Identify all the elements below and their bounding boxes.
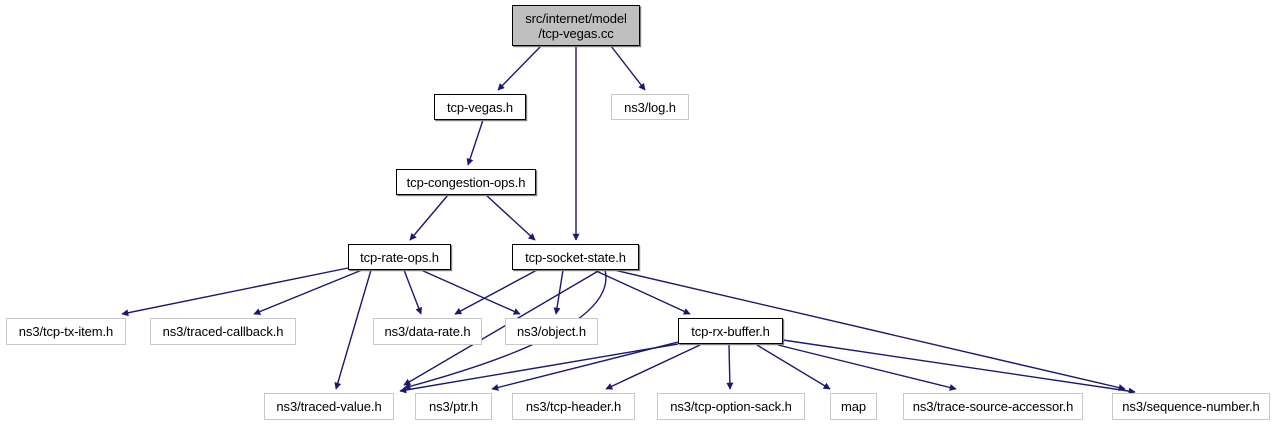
edge-root-to-tcp-vegas — [497, 45, 542, 91]
node-ns3-tcp-header[interactable]: ns3/tcp-header.h — [512, 393, 635, 420]
edge-tcp-rx-buffer-to-ns3-tcp-option-sack — [726, 344, 734, 390]
edge-tcp-vegas-to-tcp-congestion-ops — [466, 119, 484, 166]
edge-tcp-socket-state-to-ns3-object — [553, 269, 564, 315]
node-tcp-congestion-ops[interactable]: tcp-congestion-ops.h — [396, 169, 536, 195]
node-ns3-traced-value[interactable]: ns3/traced-value.h — [264, 393, 394, 420]
node-map[interactable]: map — [830, 393, 877, 420]
node-tcp-rx-buffer[interactable]: tcp-rx-buffer.h — [678, 318, 783, 344]
node-ns3-sequence-number[interactable]: ns3/sequence-number.h — [1112, 393, 1270, 420]
node-tcp-vegas[interactable]: tcp-vegas.h — [434, 94, 526, 120]
node-ns3-tcp-tx-item[interactable]: ns3/tcp-tx-item.h — [6, 318, 126, 345]
edge-tcp-socket-state-to-tcp-rx-buffer — [593, 269, 691, 315]
node-ns3-log[interactable]: ns3/log.h — [611, 94, 689, 120]
node-ns3-trace-source-accessor[interactable]: ns3/trace-source-accessor.h — [903, 393, 1083, 420]
edge-tcp-socket-state-to-ns3-data-rate — [454, 269, 538, 315]
edge-tcp-rx-buffer-to-ns3-sequence-number — [782, 339, 1136, 395]
edge-tcp-rx-buffer-to-ns3-ptr — [491, 341, 679, 391]
node-ns3-tcp-option-sack[interactable]: ns3/tcp-option-sack.h — [657, 393, 805, 420]
edge-tcp-congestion-ops-to-tcp-rate-ops — [409, 194, 449, 241]
node-root[interactable]: src/internet/model /tcp-vegas.cc — [512, 5, 640, 46]
node-tcp-socket-state[interactable]: tcp-socket-state.h — [512, 244, 639, 270]
node-ns3-object[interactable]: ns3/object.h — [505, 318, 598, 345]
edge-root-to-ns3-log — [610, 45, 646, 91]
edge-tcp-rate-ops-to-ns3-traced-callback — [253, 269, 363, 315]
node-ns3-ptr[interactable]: ns3/ptr.h — [415, 393, 492, 420]
edge-tcp-rx-buffer-to-ns3-tcp-header — [605, 344, 701, 390]
edge-tcp-rx-buffer-to-map — [756, 344, 831, 390]
edge-tcp-rx-buffer-to-ns3-traced-value — [399, 343, 679, 394]
edge-tcp-rate-ops-to-ns3-tcp-tx-item — [121, 267, 349, 317]
node-ns3-traced-callback[interactable]: ns3/traced-callback.h — [150, 318, 296, 345]
edge-tcp-rate-ops-to-ns3-object — [420, 269, 521, 315]
node-tcp-rate-ops[interactable]: tcp-rate-ops.h — [348, 244, 451, 270]
edge-tcp-rx-buffer-to-ns3-trace-source-accessor — [777, 344, 957, 391]
edge-tcp-congestion-ops-to-tcp-socket-state — [485, 194, 536, 241]
node-ns3-data-rate[interactable]: ns3/data-rate.h — [373, 318, 482, 345]
edge-tcp-rate-ops-to-ns3-traced-value — [334, 269, 372, 390]
edge-tcp-rate-ops-to-ns3-data-rate — [403, 269, 422, 315]
